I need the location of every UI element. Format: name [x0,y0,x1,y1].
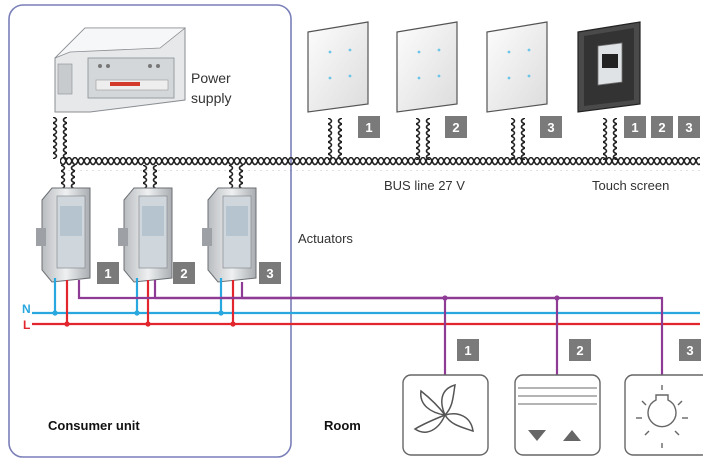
load-1-badge: 1 [457,339,479,361]
actuator-1-badge: 1 [97,262,119,284]
switch-3-badge: 3 [540,116,562,138]
actuator-1 [36,187,91,283]
consumer-unit-label: Consumer unit [48,418,140,433]
actuator-cables [61,165,243,189]
touch-badge-1: 1 [624,116,646,138]
power-supply-label: Power supply [191,68,231,108]
touch-screen-label: Touch screen [592,178,670,193]
switch-2-badge: 2 [445,116,467,138]
touch-screen-device [577,21,641,113]
switch-1-badge: 1 [358,116,380,138]
touch-badge-2: 2 [651,116,673,138]
power-supply-cable [53,117,67,159]
switch-cables [328,118,617,160]
actuators-label: Actuators [298,231,353,246]
touch-badge-3: 3 [678,116,700,138]
neutral-wire-label: N [22,302,31,316]
load-3-badge: 3 [679,339,701,361]
actuator-2 [118,187,173,283]
actuator-3 [202,187,257,283]
bus-line-cable [60,157,700,171]
wall-switch-3 [486,21,548,113]
wall-switch-1 [307,21,369,113]
shutter-icon [514,374,601,456]
load-2-badge: 2 [569,339,591,361]
power-supply-label-line-1: Power [191,70,231,86]
neutral-wire [32,278,700,315]
power-supply-label-line-2: supply [191,90,232,106]
live-wire [32,280,700,326]
bus-line-label: BUS line 27 V [384,178,465,193]
room-label: Room [324,418,361,433]
lamp-icon [624,374,703,456]
fan-icon [402,374,489,456]
actuator-3-badge: 3 [259,262,281,284]
power-supply-unit [54,27,187,113]
actuator-2-badge: 2 [173,262,195,284]
consumer-unit-frame [8,4,292,458]
wall-switch-2 [396,21,458,113]
live-wire-label: L [23,318,31,332]
